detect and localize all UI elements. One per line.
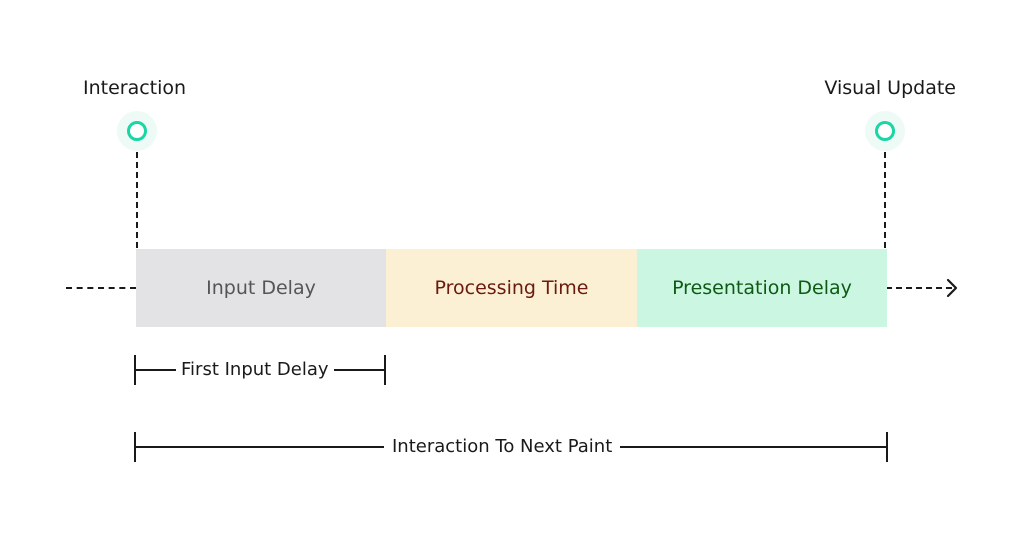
timeline-arrow-icon — [946, 278, 958, 298]
inp-bracket-right-tick — [886, 432, 888, 462]
visual-update-label: Visual Update — [824, 77, 956, 99]
timeline-lead-in-dashes — [66, 287, 136, 289]
phase-processing-time-label: Processing Time — [434, 277, 589, 299]
fid-bracket-right-tick — [384, 355, 386, 385]
fid-bracket-label: First Input Delay — [176, 359, 334, 381]
interaction-label: Interaction — [83, 77, 187, 99]
phase-input-delay: Input Delay — [136, 249, 386, 327]
visual-update-marker-icon — [875, 121, 895, 141]
interaction-dashed-connector — [136, 152, 138, 288]
visual-update-dashed-connector — [884, 152, 886, 288]
phase-processing-time: Processing Time — [386, 249, 637, 327]
phase-input-delay-label: Input Delay — [206, 277, 316, 299]
interaction-marker-icon — [127, 121, 147, 141]
timeline-lead-out-dashes — [886, 287, 952, 289]
phase-presentation-delay-label: Presentation Delay — [672, 277, 852, 299]
inp-bracket-label: Interaction To Next Paint — [384, 436, 621, 458]
phase-presentation-delay: Presentation Delay — [637, 249, 887, 327]
